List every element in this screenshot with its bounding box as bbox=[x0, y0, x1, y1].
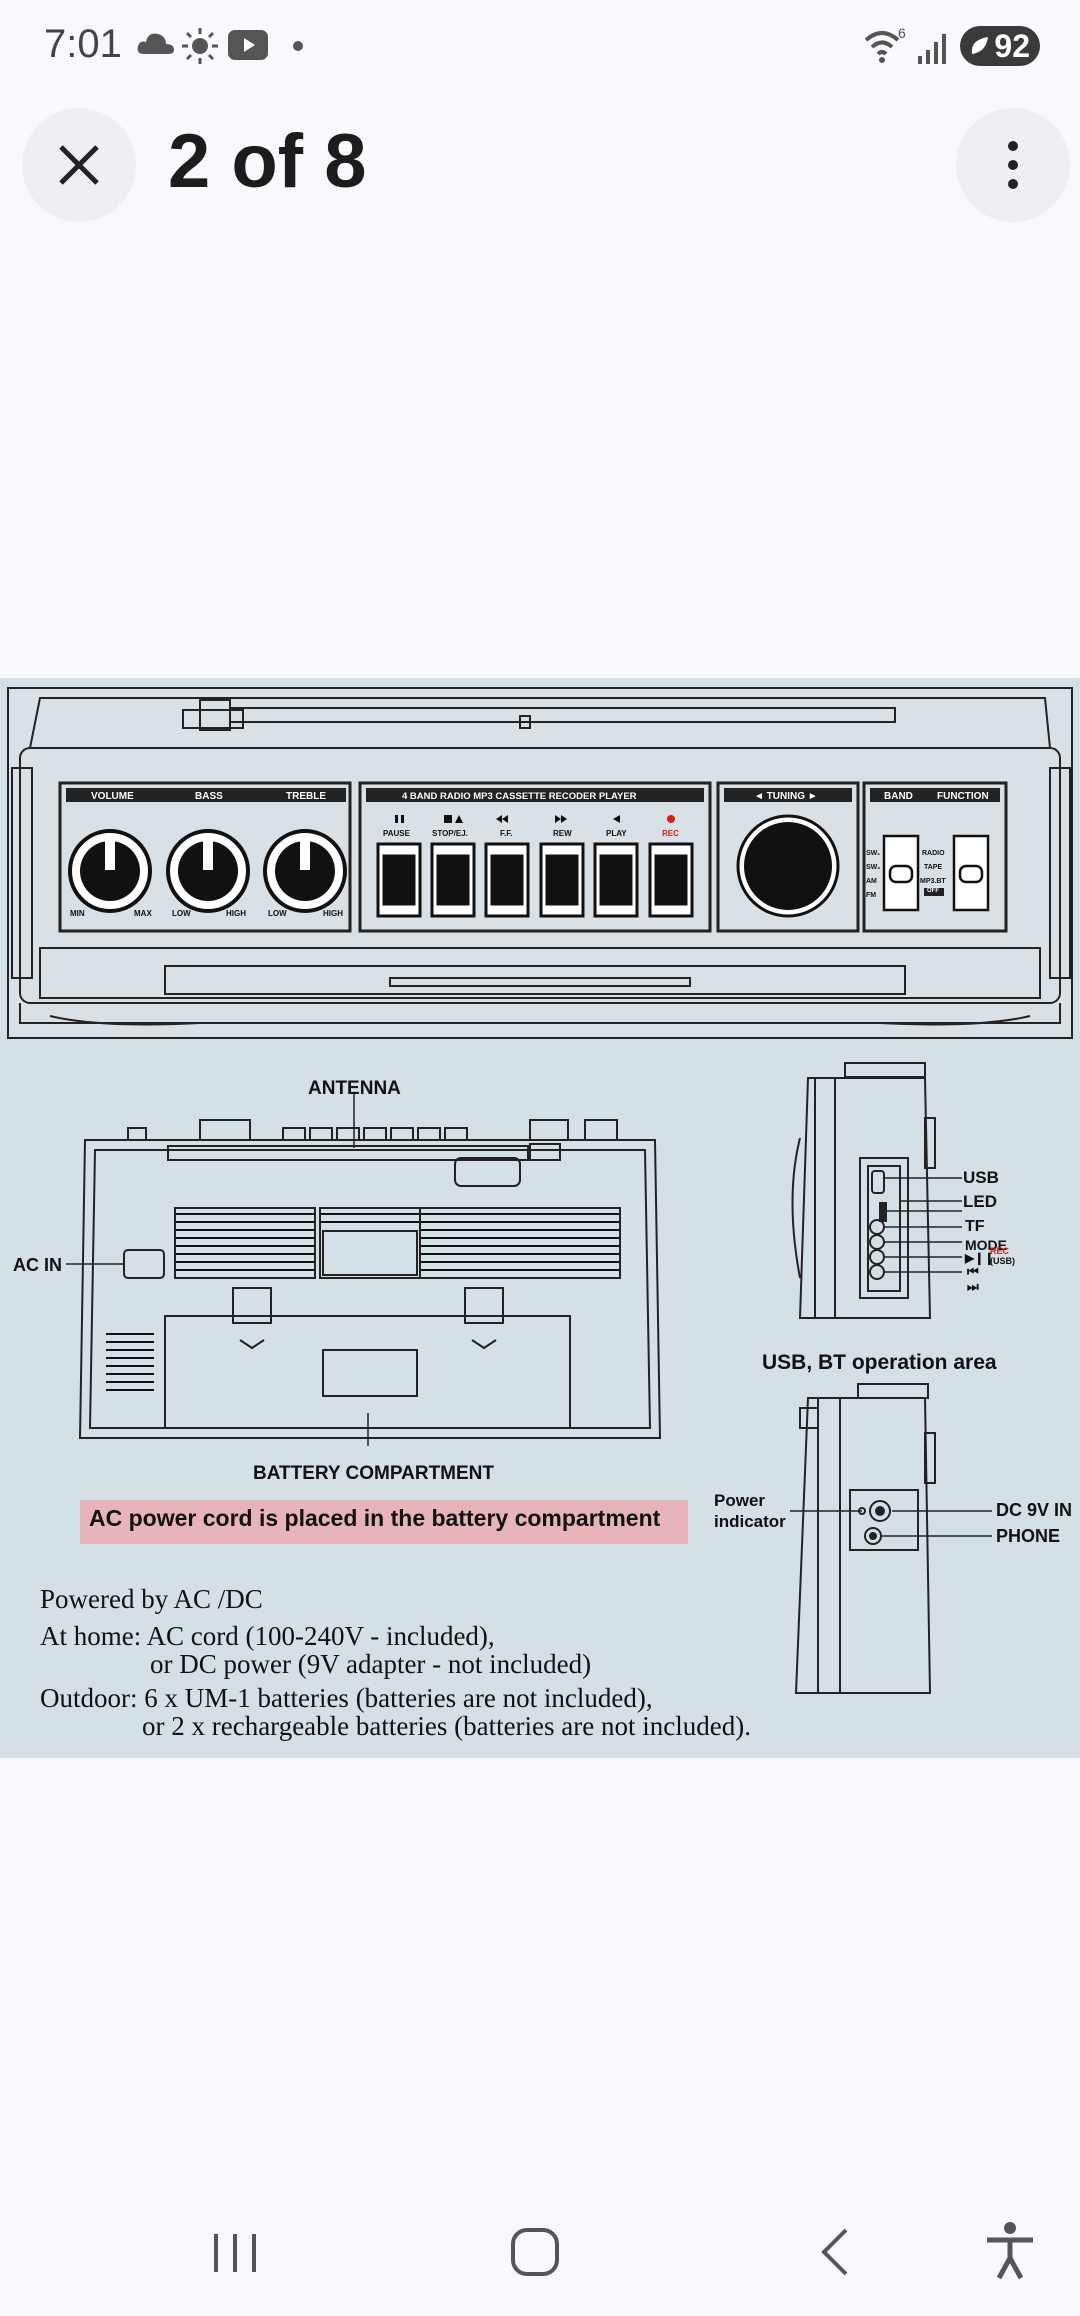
more-vert-icon bbox=[1008, 141, 1018, 189]
status-time: 7:01 bbox=[44, 22, 122, 66]
powered-text: Powered by AC /DC bbox=[40, 1584, 263, 1614]
stop-label: STOP/EJ. bbox=[432, 829, 468, 838]
accessibility-button[interactable] bbox=[965, 2212, 1055, 2292]
cassette-keys bbox=[376, 842, 694, 918]
side-view-usb bbox=[791, 1062, 936, 1319]
max-label: MAX bbox=[134, 909, 152, 918]
cloud-icon bbox=[137, 33, 174, 54]
usb-label: USB bbox=[963, 1168, 999, 1187]
treble-low-label: LOW bbox=[268, 909, 287, 918]
radio-label: RADIO bbox=[922, 850, 945, 857]
ac-in-label: AC IN bbox=[13, 1255, 62, 1275]
side-view-power bbox=[794, 1383, 936, 1694]
status-bar: 7:01 6 92 bbox=[0, 0, 1080, 96]
treble-label: TREBLE bbox=[286, 791, 326, 802]
home-text-2: or DC power (9V adapter - not included) bbox=[150, 1649, 592, 1679]
rec-usb-sub-label: (USB) bbox=[990, 1256, 1015, 1266]
battery-indicator: 92 bbox=[960, 26, 1040, 66]
antenna-label: ANTENNA bbox=[308, 1078, 401, 1099]
note-highlight bbox=[80, 1500, 688, 1544]
usb-bt-area-label: USB, BT operation area bbox=[762, 1351, 997, 1374]
tuning-label: ◄ TUNING ► bbox=[754, 791, 818, 802]
home-text-1: At home: AC cord (100-240V - included), bbox=[40, 1621, 495, 1651]
phone-label: PHONE bbox=[996, 1526, 1061, 1546]
bass-high-label: HIGH bbox=[226, 909, 246, 918]
sun-icon bbox=[182, 28, 218, 64]
battery-level: 92 bbox=[994, 28, 1030, 64]
radio-diagram bbox=[7, 687, 1073, 1694]
tape-label: TAPE bbox=[924, 864, 943, 871]
mp3bt-label: MP3.BT bbox=[920, 878, 946, 885]
player-title-label: 4 BAND RADIO MP3 CASSETTE RECODER PLAYER bbox=[402, 791, 637, 802]
battery-compartment-label: BATTERY COMPARTMENT bbox=[253, 1463, 495, 1484]
back-view bbox=[78, 1119, 662, 1439]
accessibility-icon bbox=[987, 2222, 1033, 2280]
battery-saver-icon bbox=[971, 37, 988, 54]
mode-label: MODE bbox=[965, 1237, 1007, 1253]
function-label: FUNCTION bbox=[937, 791, 989, 802]
volume-label: VOLUME bbox=[91, 791, 134, 802]
off-label: OFF bbox=[927, 888, 939, 894]
wifi-icon: 6 bbox=[864, 26, 906, 63]
treble-high-label: HIGH bbox=[323, 909, 343, 918]
outdoor-text-1: Outdoor: 6 x UM-1 batteries (batteries a… bbox=[40, 1683, 653, 1713]
dot-icon bbox=[293, 41, 303, 51]
min-label: MIN bbox=[70, 909, 85, 918]
dc-in-label: DC 9V IN bbox=[996, 1500, 1073, 1520]
play-pause-label: ▶❙❙ bbox=[965, 1251, 995, 1265]
next-label: ⏭ bbox=[967, 1279, 979, 1294]
close-button[interactable] bbox=[22, 108, 136, 222]
led-label: LED bbox=[963, 1192, 997, 1211]
knobs bbox=[68, 829, 347, 913]
recents-icon bbox=[214, 2234, 256, 2272]
back-button[interactable] bbox=[790, 2212, 880, 2292]
recents-button[interactable] bbox=[190, 2212, 280, 2292]
youtube-icon bbox=[228, 30, 268, 60]
close-icon bbox=[59, 145, 99, 185]
ac-note-label: AC power cord is placed in the battery c… bbox=[89, 1505, 661, 1531]
key-symbols bbox=[395, 815, 675, 823]
signal-icon bbox=[918, 34, 946, 64]
home-icon bbox=[511, 2228, 559, 2276]
fm-label: FM bbox=[866, 892, 877, 899]
bass-label: BASS bbox=[195, 791, 223, 802]
back-icon bbox=[821, 2228, 848, 2276]
page-title: 2 of 8 bbox=[168, 119, 367, 204]
sw2-label: SW₂ bbox=[866, 864, 881, 871]
rew-label: REW bbox=[553, 829, 572, 838]
nav-bar bbox=[0, 2190, 1080, 2316]
power-indicator-label-2: indicator bbox=[714, 1512, 786, 1531]
pause-label: PAUSE bbox=[383, 829, 410, 838]
speaker-grille bbox=[106, 1213, 619, 1391]
sw1-label: SW₁ bbox=[866, 850, 881, 857]
play-label: PLAY bbox=[606, 829, 627, 838]
outdoor-text-2: or 2 x rechargeable batteries (batteries… bbox=[142, 1711, 751, 1741]
more-options-button[interactable] bbox=[956, 108, 1070, 222]
bass-low-label: LOW bbox=[172, 909, 191, 918]
product-image[interactable]: VOLUME BASS TREBLE MIN MAX LOW HIGH LOW … bbox=[0, 678, 1080, 1758]
power-indicator-label-1: Power bbox=[714, 1491, 766, 1510]
tf-label: TF bbox=[965, 1218, 985, 1235]
prev-label: ⏮ bbox=[967, 1264, 979, 1279]
home-button[interactable] bbox=[490, 2212, 580, 2292]
ff-label: F.F. bbox=[500, 829, 513, 838]
rec-label: REC bbox=[662, 829, 679, 838]
am-label: AM bbox=[866, 878, 877, 885]
band-label: BAND bbox=[884, 791, 913, 802]
rec-usb-label: REC bbox=[990, 1246, 1010, 1256]
wifi-label: 6 bbox=[898, 26, 906, 41]
